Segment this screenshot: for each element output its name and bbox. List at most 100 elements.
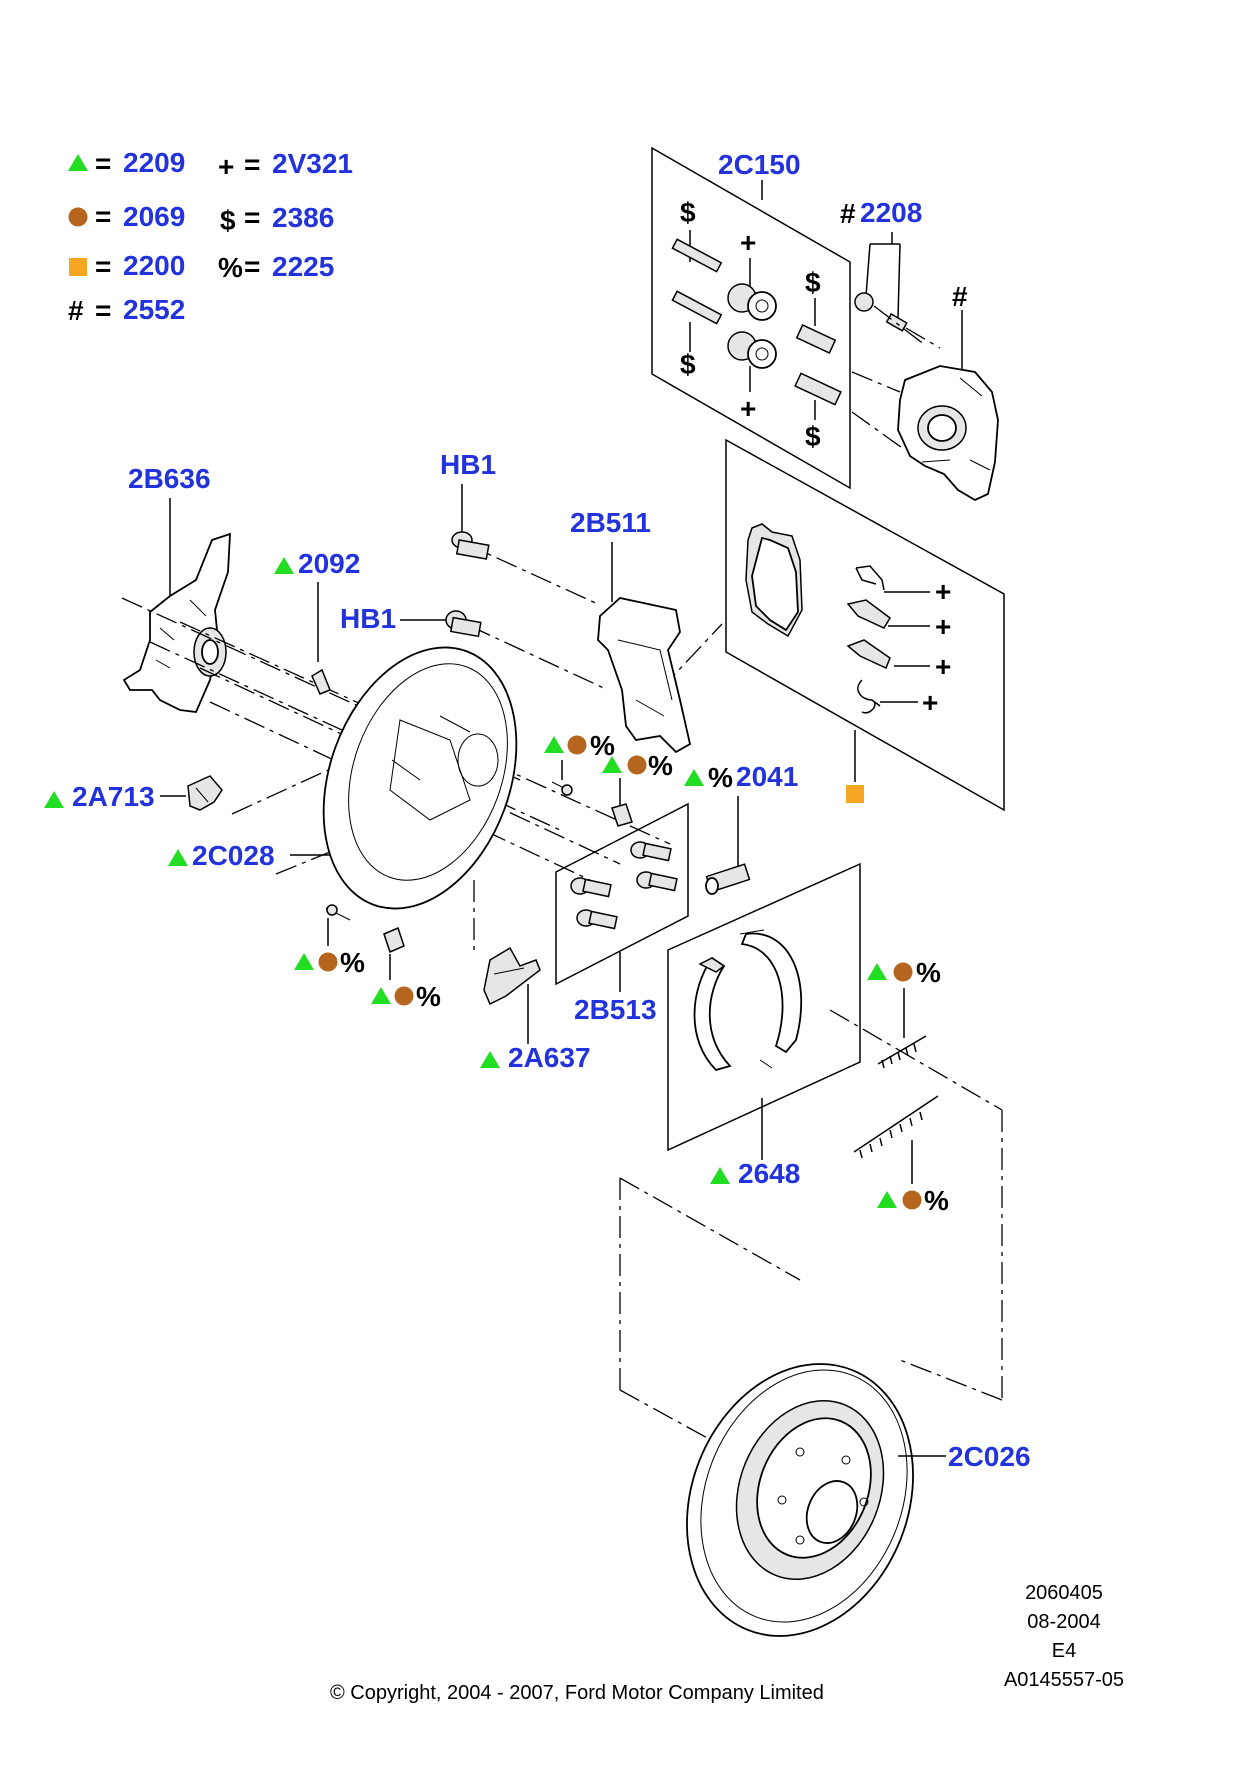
guide-pin: [671, 238, 723, 273]
triangle-icon: [480, 1051, 500, 1068]
kit-box-2B513: 2B513: [555, 802, 689, 1025]
plus-symbol: +: [218, 151, 234, 182]
equals-sign: =: [95, 295, 111, 326]
part-label-2B511: 2B511: [570, 507, 651, 538]
bushing: [727, 331, 777, 369]
legend: = 2209 = 2069 = 2200 # = 2552 + = 2V321 …: [68, 147, 353, 326]
triangle-icon: [68, 154, 88, 171]
brake-backing-plate: 2C028: [168, 646, 518, 910]
equals-sign: =: [95, 201, 111, 232]
pad-clip: +: [846, 599, 951, 642]
percent-symbol: %: [340, 947, 365, 978]
brake-caliper: #: [851, 281, 999, 502]
triangle-icon: [371, 987, 391, 1004]
legend-item-2552: # = 2552: [68, 294, 185, 326]
hold-down-clip-lower: %: [371, 926, 441, 1012]
guide-pin: [671, 290, 723, 325]
guide-pin: [794, 372, 842, 406]
dollar-symbol: $: [220, 205, 236, 236]
legend-code: 2386: [272, 202, 334, 233]
equals-sign: =: [244, 202, 260, 233]
square-icon: [69, 258, 87, 276]
return-spring-upper: %: [867, 957, 941, 1069]
drawing-number: 2060405: [1025, 1582, 1103, 1604]
plus-symbol: +: [935, 611, 951, 642]
hash-symbol: #: [68, 295, 84, 326]
legend-code: 2552: [123, 294, 185, 325]
hash-symbol: #: [840, 198, 856, 229]
circle-icon: [893, 962, 913, 982]
legend-item-2209: = 2209: [68, 147, 185, 179]
copyright-notice: © Copyright, 2004 - 2007, Ford Motor Com…: [330, 1682, 824, 1704]
bolt-HB1-lower: HB1: [340, 603, 482, 638]
kit-box-2C150: 2C150 $ $ + + $: [651, 146, 851, 490]
part-label-2648: 2648: [738, 1158, 800, 1189]
triangle-icon: [274, 557, 294, 574]
guide-pin: [795, 324, 837, 354]
triangle-icon: [684, 769, 704, 786]
circle-icon: [902, 1190, 922, 1210]
part-label-2041: 2041: [736, 761, 798, 792]
drawing-date: 08-2004: [1027, 1611, 1100, 1633]
dollar-symbol: $: [805, 267, 821, 298]
dollar-symbol: $: [680, 197, 696, 228]
percent-symbol: %: [648, 750, 673, 781]
legend-item-2069: = 2069: [68, 201, 185, 232]
circle-icon: [567, 735, 587, 755]
legend-item-2V321: + = 2V321: [218, 148, 353, 182]
hold-down-pin-upper: %: [544, 730, 615, 796]
adjuster-2A713: 2A713: [44, 775, 223, 812]
circle-icon: [318, 952, 338, 972]
percent-symbol: %: [416, 981, 441, 1012]
triangle-icon: [168, 849, 188, 866]
legend-item-2200: = 2200: [69, 250, 185, 282]
triangle-icon: [44, 791, 64, 808]
plus-symbol: +: [935, 576, 951, 607]
legend-item-2225: % = 2225: [218, 251, 334, 283]
kit-box-2648: 2648: [667, 862, 861, 1189]
part-label-2A713: 2A713: [72, 781, 155, 812]
square-icon: [846, 785, 864, 803]
part-label-2C150: 2C150: [718, 149, 801, 180]
brake-pad: [745, 523, 803, 638]
triangle-icon: [710, 1167, 730, 1184]
plus-symbol: +: [935, 651, 951, 682]
percent-symbol: %: [916, 957, 941, 988]
dollar-symbol: $: [805, 421, 821, 452]
dollar-symbol: $: [680, 349, 696, 380]
part-label-2A637: 2A637: [508, 1042, 591, 1073]
legend-code: 2200: [123, 250, 185, 281]
circle-icon: [68, 207, 88, 227]
percent-symbol: %: [924, 1185, 949, 1216]
triangle-icon: [294, 953, 314, 970]
legend-code: 2069: [123, 201, 185, 232]
legend-code: 2225: [272, 251, 334, 282]
triangle-icon: [544, 736, 564, 753]
lever-2A637: 2A637: [480, 946, 591, 1073]
hold-down-pin-lower: %: [294, 904, 365, 978]
circle-icon: [627, 755, 647, 775]
equals-sign: =: [244, 149, 260, 180]
brake-shoe: [693, 929, 803, 1072]
equals-sign: =: [244, 251, 260, 282]
wear-indicator: +: [857, 679, 938, 718]
bleeder-screws-2208: # 2208: [840, 197, 941, 349]
bolt: [576, 909, 618, 930]
hash-symbol: #: [952, 281, 968, 312]
triangle-icon: [877, 1191, 897, 1208]
bolt: [630, 841, 672, 862]
footer: 2060405 08-2004 E4 A0145557-05 © Copyrig…: [330, 1582, 1124, 1704]
equals-sign: =: [95, 148, 111, 179]
bolt: [570, 877, 612, 898]
brake-rotor: 2C026: [686, 1363, 1031, 1637]
part-label-2B513: 2B513: [574, 994, 657, 1025]
legend-code: 2209: [123, 147, 185, 178]
plus-symbol: +: [740, 393, 756, 424]
pad-clip: +: [846, 639, 951, 682]
circle-icon: [394, 986, 414, 1006]
equals-sign: =: [95, 251, 111, 282]
part-label-2092: 2092: [298, 548, 360, 579]
return-spring-lower: %: [853, 1095, 949, 1216]
part-label-2C028: 2C028: [192, 840, 275, 871]
